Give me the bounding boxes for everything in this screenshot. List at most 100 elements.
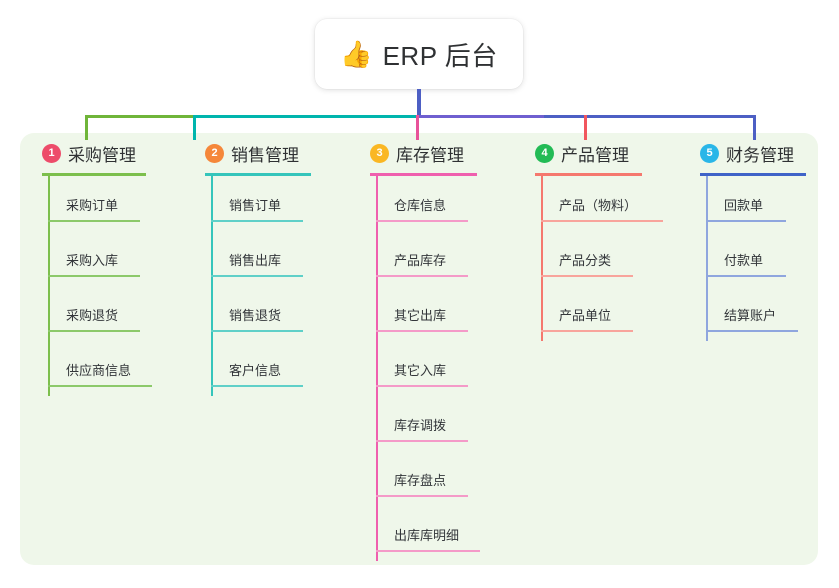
leaf-label: 采购订单	[66, 198, 119, 213]
leaf-rule	[376, 440, 468, 442]
leaf-label: 客户信息	[229, 363, 282, 378]
branch-label-1: 采购管理	[68, 145, 136, 165]
leaf-label: 供应商信息	[66, 363, 132, 378]
leaf-node[interactable]: 销售订单	[211, 198, 315, 222]
leaf-rule	[706, 330, 798, 332]
branch-badge-2: 2	[205, 143, 224, 163]
thumbs-up-icon: 👍	[340, 39, 373, 69]
branch-header-2[interactable]: 2 销售管理	[205, 140, 355, 166]
leaf-rule	[376, 385, 468, 387]
branch-column-1: 1 采购管理 采购订单 采购入库 采购退货 供应商信息	[42, 140, 192, 396]
leaf-rule	[376, 330, 468, 332]
leaf-node[interactable]: 产品单位	[541, 308, 645, 332]
leaf-node[interactable]: 结算账户	[706, 308, 810, 332]
branch-badge-1: 1	[42, 143, 61, 163]
leaf-label: 销售退货	[229, 308, 282, 323]
leaf-rule	[211, 220, 303, 222]
leaf-label: 回款单	[724, 198, 764, 213]
leaf-rule	[376, 275, 468, 277]
branch-spine-2	[211, 176, 213, 396]
leaf-node[interactable]: 付款单	[706, 253, 798, 277]
bus-segment-blue	[544, 115, 755, 118]
leaf-node[interactable]: 销售退货	[211, 308, 315, 332]
leaf-node[interactable]: 销售出库	[211, 253, 315, 277]
leaf-rule	[541, 275, 633, 277]
branch-spine-3	[376, 176, 378, 561]
leaf-label: 产品（物料）	[559, 198, 638, 213]
leaf-rule	[211, 385, 303, 387]
leaf-label: 产品库存	[394, 253, 447, 268]
leaf-node[interactable]: 产品库存	[376, 253, 480, 277]
leaf-rule	[376, 550, 480, 552]
drop-branch-5	[753, 115, 756, 140]
branch-badge-4: 4	[535, 143, 554, 163]
leaf-rule	[376, 220, 468, 222]
leaf-label: 库存盘点	[394, 473, 447, 488]
branch-rule-1	[42, 173, 146, 176]
leaf-node[interactable]: 供应商信息	[48, 363, 158, 387]
leaf-node[interactable]: 库存调拨	[376, 418, 480, 442]
branch-header-5[interactable]: 5 财务管理	[700, 140, 839, 166]
leaf-label: 付款单	[724, 253, 764, 268]
root-stem	[417, 89, 421, 117]
leaf-node[interactable]: 回款单	[706, 198, 798, 222]
leaf-node[interactable]: 库存盘点	[376, 473, 480, 497]
branch-badge-3: 3	[370, 143, 389, 163]
branch-header-3[interactable]: 3 库存管理	[370, 140, 530, 166]
drop-branch-3	[416, 115, 419, 140]
branch-column-2: 2 销售管理 销售订单 销售出库 销售退货 客户信息	[205, 140, 355, 396]
branch-label-2: 销售管理	[231, 145, 299, 165]
leaf-node[interactable]: 产品分类	[541, 253, 645, 277]
leaf-node[interactable]: 仓库信息	[376, 198, 480, 222]
leaf-rule	[541, 220, 663, 222]
leaf-label: 产品单位	[559, 308, 612, 323]
branch-rule-3	[370, 173, 477, 176]
branch-spine-4	[541, 176, 543, 341]
leaf-rule	[211, 275, 303, 277]
root-node[interactable]: 👍 ERP 后台	[315, 19, 523, 89]
drop-branch-2	[193, 115, 196, 140]
leaf-label: 出库库明细	[394, 528, 460, 543]
leaf-rule	[48, 220, 140, 222]
branch-label-4: 产品管理	[561, 145, 629, 165]
branch-badge-5: 5	[700, 143, 719, 163]
bus-segment-teal	[193, 115, 418, 118]
leaf-label: 采购退货	[66, 308, 119, 323]
leaf-label: 结算账户	[724, 308, 777, 323]
leaf-node[interactable]: 出库库明细	[376, 528, 486, 552]
leaf-rule	[48, 275, 140, 277]
branch-label-5: 财务管理	[726, 145, 794, 165]
leaf-node[interactable]: 采购退货	[48, 308, 152, 332]
leaf-node[interactable]: 客户信息	[211, 363, 315, 387]
leaf-node[interactable]: 其它入库	[376, 363, 480, 387]
branch-rule-2	[205, 173, 311, 176]
branches-panel	[20, 133, 818, 565]
bus-segment-purple	[416, 115, 546, 118]
leaf-label: 其它入库	[394, 363, 447, 378]
branch-column-5: 5 财务管理 回款单 付款单 结算账户	[700, 140, 839, 341]
leaf-rule	[48, 330, 140, 332]
branch-spine-5	[706, 176, 708, 341]
leaf-rule	[211, 330, 303, 332]
leaf-label: 销售出库	[229, 253, 282, 268]
leaf-node[interactable]: 产品（物料）	[541, 198, 669, 222]
branch-label-3: 库存管理	[396, 145, 464, 165]
bus-segment-green	[85, 115, 195, 118]
leaf-node[interactable]: 采购入库	[48, 253, 152, 277]
leaf-node[interactable]: 其它出库	[376, 308, 480, 332]
leaf-node[interactable]: 采购订单	[48, 198, 152, 222]
leaf-label: 其它出库	[394, 308, 447, 323]
branch-rule-5	[700, 173, 806, 176]
leaf-rule	[48, 385, 152, 387]
drop-branch-4	[584, 115, 587, 140]
leaf-rule	[706, 220, 786, 222]
leaf-label: 库存调拨	[394, 418, 447, 433]
leaf-label: 采购入库	[66, 253, 119, 268]
leaf-label: 仓库信息	[394, 198, 447, 213]
branch-header-1[interactable]: 1 采购管理	[42, 140, 192, 166]
leaf-label: 销售订单	[229, 198, 282, 213]
branch-column-3: 3 库存管理 仓库信息 产品库存 其它出库 其它入库 库存调拨 库存盘点	[370, 140, 530, 561]
branch-header-4[interactable]: 4 产品管理	[535, 140, 705, 166]
root-title: ERP 后台	[382, 40, 498, 71]
